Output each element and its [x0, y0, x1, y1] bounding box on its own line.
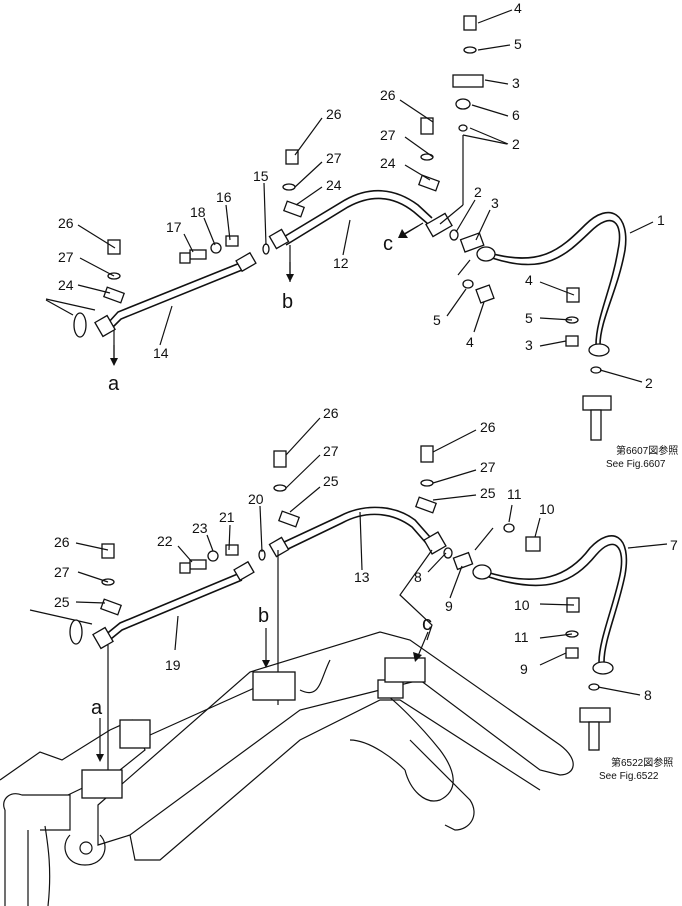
pipe-12 [281, 190, 433, 239]
ref-letter-c-upper: c [383, 233, 393, 255]
callout-27-upper-mid: 27 [326, 150, 342, 166]
callout-5-mid: 5 [433, 312, 441, 328]
callout-4-mid: 4 [466, 334, 474, 350]
note-fig6522-jp: 第6522図参照 [611, 756, 673, 769]
note-fig6607-en: See Fig.6607 [606, 459, 666, 470]
callout-23: 23 [192, 520, 208, 536]
callout-27-lower-left: 27 [54, 564, 70, 580]
callout-22: 22 [157, 533, 173, 549]
callout-26-lower-mid: 26 [323, 405, 339, 421]
callout-3-top: 3 [512, 75, 520, 91]
callout-12: 12 [333, 255, 349, 271]
callout-2-mid: 2 [474, 184, 482, 200]
callout-9-mid: 9 [445, 598, 453, 614]
callout-16: 16 [216, 189, 232, 205]
callout-1: 1 [657, 212, 665, 228]
callout-26-upper-right: 26 [380, 87, 396, 103]
lower-assembly [29, 445, 628, 770]
callout-18: 18 [190, 204, 206, 220]
boom-structure [0, 631, 574, 906]
callout-21: 21 [219, 509, 235, 525]
callout-24-upper-right: 24 [380, 155, 396, 171]
callout-11-mid: 11 [507, 486, 522, 502]
callout-6: 6 [512, 107, 520, 123]
callout-24-upper-left: 24 [58, 277, 74, 293]
callout-25-lower-mid: 25 [323, 473, 339, 489]
pipe-13 [281, 506, 431, 544]
callout-5-right: 5 [525, 310, 533, 326]
callout-10-mid: 10 [539, 501, 555, 517]
callout-11-right: 11 [514, 629, 529, 645]
note-fig6607-jp: 第6607図参照 [616, 444, 678, 457]
hose-7 [479, 535, 628, 663]
callout-9-right: 9 [520, 661, 528, 677]
callout-26-lower-right: 26 [480, 419, 496, 435]
callout-2-right: 2 [645, 375, 653, 391]
callout-7: 7 [670, 537, 678, 553]
callout-17: 17 [166, 219, 182, 235]
callout-27-upper-right: 27 [380, 127, 396, 143]
callout-10-right: 10 [514, 597, 530, 613]
callout-27-lower-right: 27 [480, 459, 496, 475]
hose-end-fitting [588, 343, 610, 357]
callout-27-upper-left: 27 [58, 249, 74, 265]
callout-2-top: 2 [512, 136, 520, 152]
pipe-19 [103, 572, 241, 637]
ref-letter-b-lower: b [258, 605, 269, 627]
callout-25-lower-right: 25 [480, 485, 496, 501]
callout-15: 15 [253, 168, 269, 184]
callout-4-top: 4 [514, 0, 522, 16]
ref-letter-a-lower: a [91, 697, 103, 719]
callout-5-top: 5 [514, 36, 522, 52]
upper-assembly [45, 15, 627, 441]
callout-8-right: 8 [644, 687, 652, 703]
ref-letter-b-upper: b [282, 291, 293, 313]
callout-26-upper-mid: 26 [326, 106, 342, 122]
pipe-14 [107, 262, 241, 324]
part-labels: 4 5 3 6 2 26 27 24 26 27 24 15 16 18 17 … [54, 0, 678, 782]
callout-8-mid: 8 [414, 569, 422, 585]
callout-3-right: 3 [525, 337, 533, 353]
callout-26-lower-left: 26 [54, 534, 70, 550]
callout-13: 13 [354, 569, 370, 585]
callout-19: 19 [165, 657, 181, 673]
note-fig6522-en: See Fig.6522 [599, 771, 659, 782]
callout-24-upper-mid: 24 [326, 177, 342, 193]
callout-27-lower-mid: 27 [323, 443, 339, 459]
hose-1 [485, 211, 627, 346]
callout-26-upper-left: 26 [58, 215, 74, 231]
callout-25-lower-left: 25 [54, 594, 70, 610]
callout-14: 14 [153, 345, 169, 361]
ref-letter-c-lower: c [422, 613, 432, 635]
callout-20: 20 [248, 491, 264, 507]
ref-letter-a-upper: a [108, 373, 120, 395]
callout-3-mid: 3 [491, 195, 499, 211]
callout-4-right: 4 [525, 272, 533, 288]
